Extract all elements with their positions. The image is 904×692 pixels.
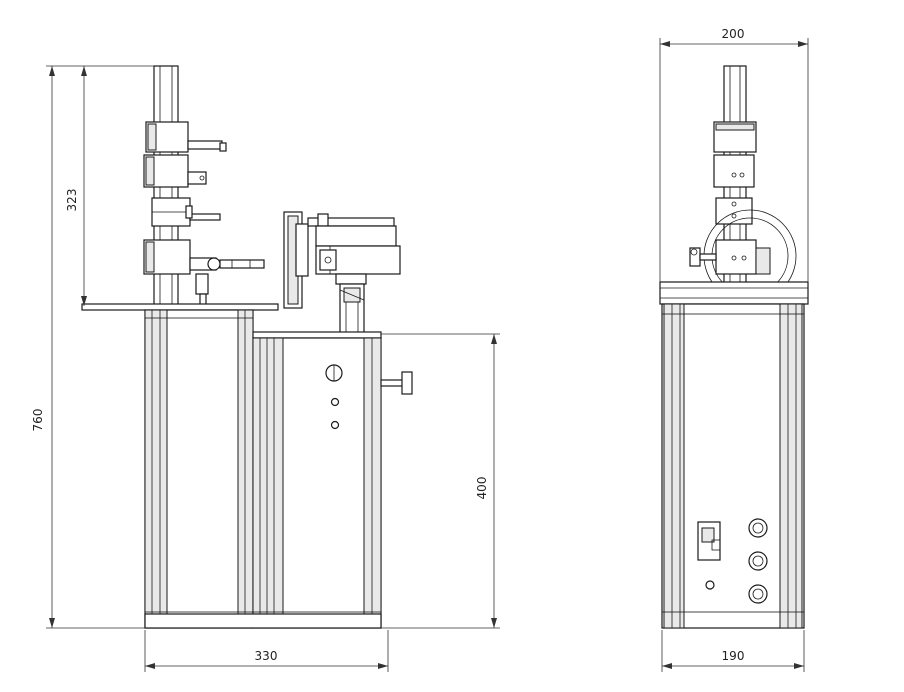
side-clamp-3 bbox=[715, 197, 753, 225]
front-bottom-base bbox=[144, 613, 382, 629]
front-handle bbox=[380, 371, 413, 395]
front-right-cabinet bbox=[252, 337, 382, 629]
front-clamp-4 bbox=[143, 239, 265, 309]
dim-total-height: 760 bbox=[31, 65, 154, 629]
side-connector-2 bbox=[748, 551, 768, 571]
dim-arm-height-label: 323 bbox=[65, 189, 79, 212]
front-clamp-1 bbox=[145, 121, 227, 153]
dim-total-height-label: 760 bbox=[31, 409, 45, 432]
side-connector-3 bbox=[748, 584, 768, 604]
dim-side-width-bottom: 190 bbox=[661, 630, 805, 672]
front-view: 330 760 323 400 bbox=[31, 65, 500, 672]
dim-side-width-top: 200 bbox=[659, 27, 809, 282]
front-control-panel bbox=[325, 364, 343, 430]
dim-front-width: 330 bbox=[144, 630, 389, 672]
front-clamp-2 bbox=[143, 154, 207, 188]
front-base-plate bbox=[81, 303, 279, 311]
front-indicator-1 bbox=[330, 397, 340, 407]
side-clamp-2 bbox=[713, 154, 755, 188]
side-connector-1 bbox=[748, 518, 768, 538]
dim-side-width-top-label: 200 bbox=[722, 27, 745, 41]
front-left-cabinet bbox=[144, 309, 254, 629]
front-clamp-3 bbox=[151, 197, 221, 227]
dim-cabinet-height-label: 400 bbox=[475, 477, 489, 500]
dim-arm-height: 323 bbox=[65, 66, 87, 306]
side-cabinet bbox=[661, 303, 805, 629]
front-gripper-unit bbox=[283, 211, 401, 309]
side-panel-components bbox=[697, 518, 768, 604]
dim-side-width-bottom-label: 190 bbox=[722, 649, 745, 663]
side-top-rail bbox=[659, 281, 809, 305]
side-indicator bbox=[705, 580, 715, 590]
side-view: 200 190 bbox=[659, 27, 809, 672]
dim-cabinet-height: 400 bbox=[381, 333, 500, 629]
front-right-top-plate bbox=[252, 331, 382, 339]
front-extrusion-post bbox=[339, 283, 365, 335]
front-indicator-2 bbox=[330, 420, 340, 430]
side-clamp-1 bbox=[713, 121, 757, 153]
dim-front-width-label: 330 bbox=[255, 649, 278, 663]
